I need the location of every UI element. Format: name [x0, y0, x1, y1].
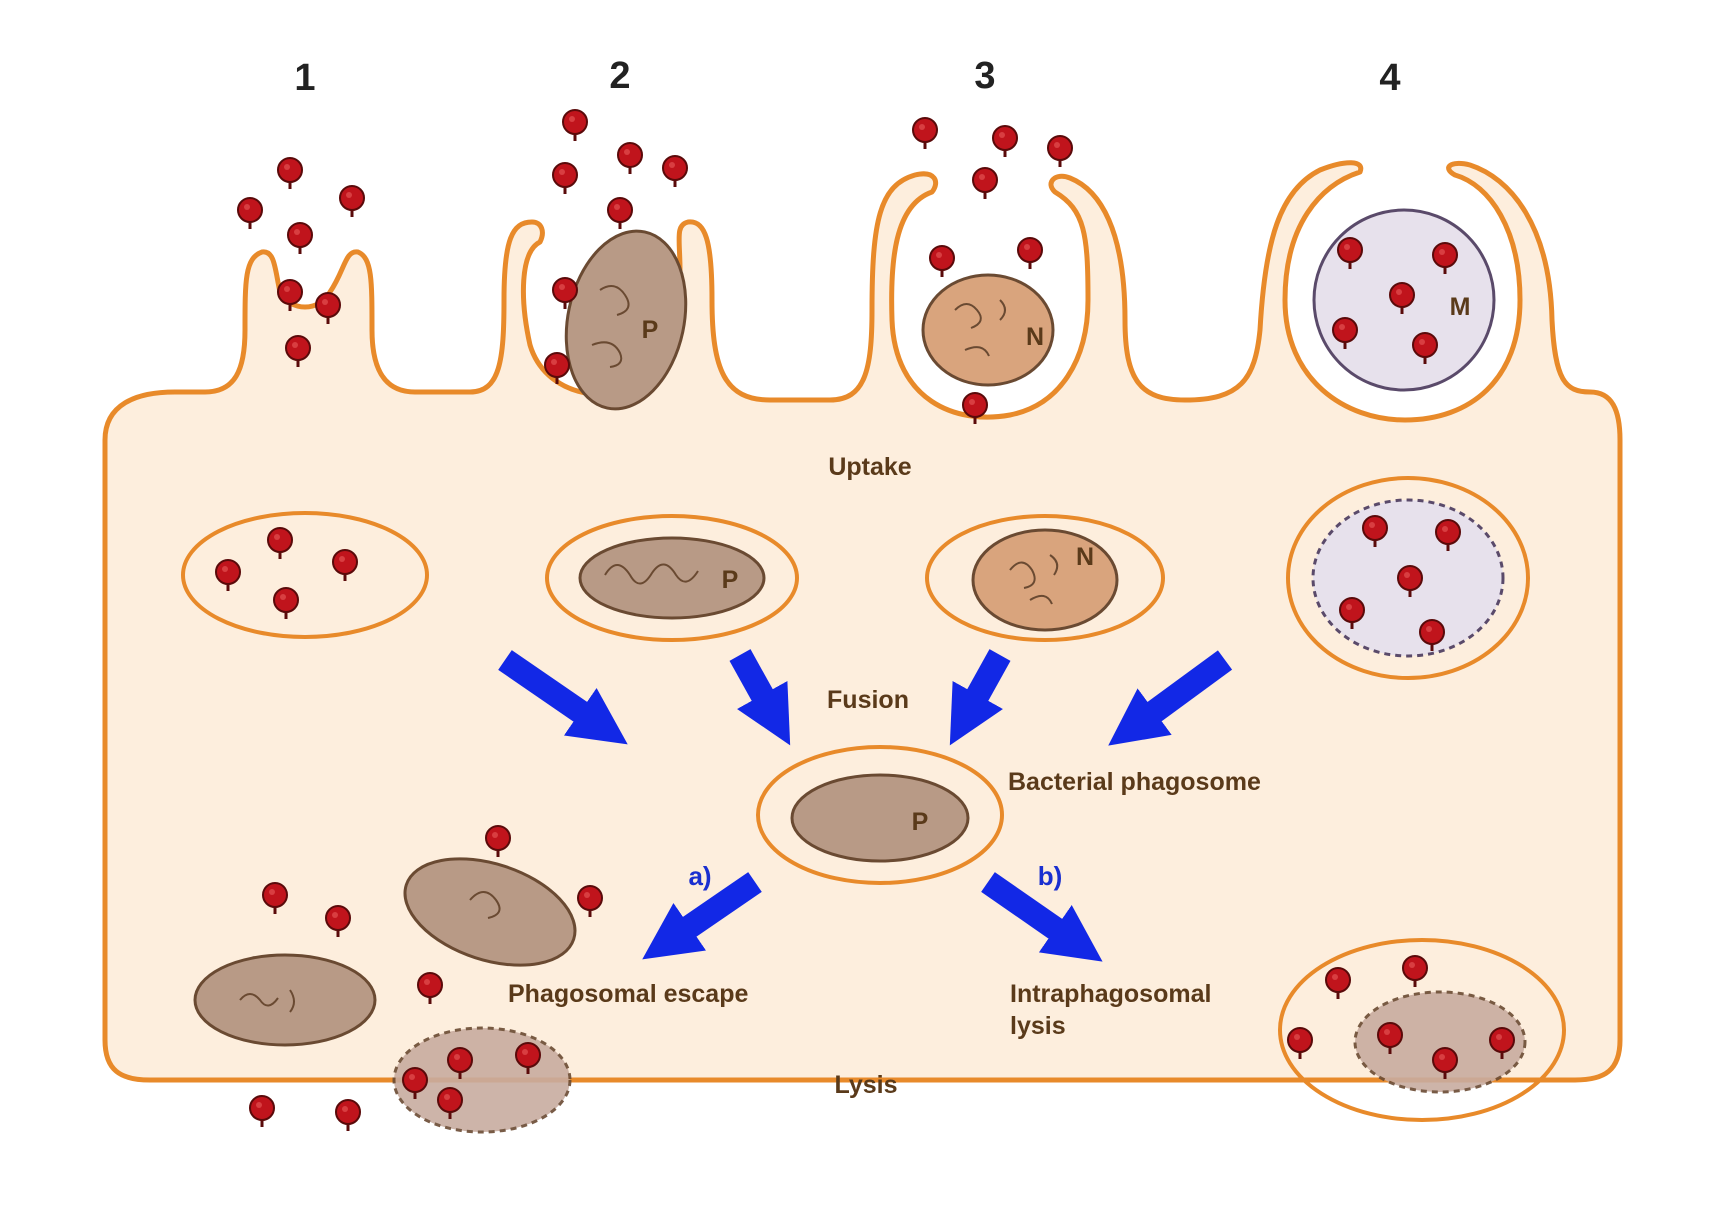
stage-label-uptake: Uptake: [828, 453, 911, 481]
arrow-path-a: [642, 872, 762, 960]
fusion-arrow-3: [949, 649, 1011, 746]
stage-label-fusion: Fusion: [827, 686, 909, 714]
arrow-path-b: [981, 872, 1103, 962]
label-path-b: b): [1038, 861, 1063, 891]
vesicle-letter-p-internal: P: [722, 566, 739, 594]
vesicle-letter-p-phagosome: P: [912, 808, 929, 836]
entry-number-4: 4: [1379, 57, 1400, 99]
fusion-arrow-1: [498, 650, 628, 745]
label-phagosomal-escape: Phagosomal escape: [508, 980, 748, 1008]
fusion-arrow-2: [729, 649, 791, 746]
branch-arrows: [642, 872, 1103, 962]
n-vesicle-entering: [921, 273, 1055, 387]
bacterial-phagosome: [756, 745, 1004, 885]
internal-phagosome-1: [181, 511, 429, 639]
label-intraphagosomal-line2: lysis: [1010, 1012, 1066, 1040]
internal-phagosome-2: [545, 514, 799, 642]
internal-phagosome-3: [925, 514, 1165, 642]
entry-number-2: 2: [609, 55, 630, 97]
label-intraphagosomal-line1: Intraphagosomal: [1010, 980, 1211, 1008]
label-bacterial-phagosome: Bacterial phagosome: [1008, 768, 1261, 796]
fusion-arrow-4: [1108, 650, 1233, 746]
internal-n-vesicle: [971, 528, 1119, 632]
entry-2-phages: [551, 108, 689, 231]
vesicle-letter-n-entry: N: [1026, 323, 1044, 351]
entry-number-1: 1: [294, 57, 315, 99]
entry-number-3: 3: [974, 55, 995, 97]
intraphagosomal-phagosome: [1278, 938, 1566, 1122]
internal-p-vesicle: [578, 536, 766, 620]
internal-phagosome-4: [1286, 476, 1530, 680]
label-path-a: a): [688, 861, 711, 891]
bacterial-phagosome-p-vesicle: [790, 773, 970, 863]
escaped-p-vesicle-upper: [403, 857, 577, 967]
vesicle-letter-m-entry: M: [1450, 293, 1471, 321]
cell-membrane: [102, 160, 1623, 1083]
lysed-vesicle-intraphagosomal: [1353, 990, 1527, 1094]
p-vesicle-entering: [564, 229, 688, 411]
escaped-p-vesicle-lower: [193, 953, 377, 1047]
fusion-arrows: [498, 649, 1233, 746]
vesicle-letter-p-entry: P: [642, 316, 659, 344]
vesicle-letter-n-internal: N: [1076, 543, 1094, 571]
stage-label-lysis: Lysis: [834, 1071, 897, 1099]
